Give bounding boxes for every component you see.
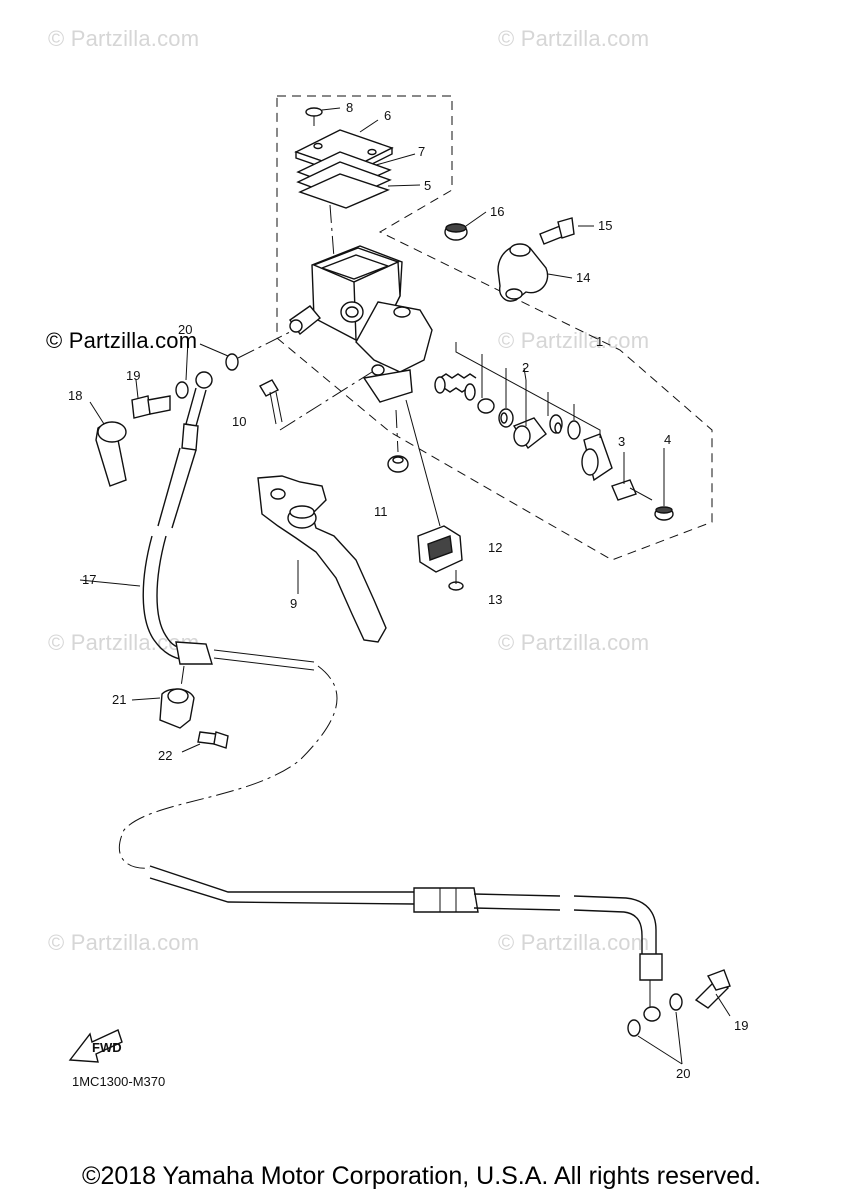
callout-20-lower: 20 <box>676 1066 690 1081</box>
dust-boot <box>654 448 674 521</box>
piston-spring <box>434 373 477 401</box>
callout-15: 15 <box>598 218 612 233</box>
callout-10: 10 <box>232 414 246 429</box>
callout-3: 3 <box>618 434 625 449</box>
callout-7: 7 <box>418 144 425 159</box>
copyright-notice: ©2018 Yamaha Motor Corporation, U.S.A. A… <box>82 1162 761 1190</box>
watermark: © Partzilla.com <box>498 930 650 955</box>
callout-4: 4 <box>664 432 671 447</box>
callout-13: 13 <box>488 592 502 607</box>
rubber-cap <box>444 211 487 241</box>
callout-5: 5 <box>424 178 431 193</box>
callout-19-lower: 19 <box>734 1018 748 1033</box>
reservoir-group-outline <box>276 95 713 561</box>
watermark: © Partzilla.com <box>498 328 650 353</box>
fwd-arrow-icon: FWD <box>68 1029 123 1063</box>
lever-nut <box>387 409 409 473</box>
clamp-bolt <box>181 731 229 753</box>
boot-cover <box>89 401 127 487</box>
push-rod <box>611 452 653 501</box>
callout-14: 14 <box>576 270 590 285</box>
callout-6: 6 <box>384 108 391 123</box>
holder-clamp <box>497 243 573 302</box>
callout-12: 12 <box>488 540 502 555</box>
diaphragm <box>296 161 421 209</box>
callout-20-upper: 20 <box>178 322 192 337</box>
callout-16: 16 <box>490 204 504 219</box>
master-cylinder-body <box>289 245 433 403</box>
clutch-lever <box>257 371 387 643</box>
reservoir-screw <box>305 107 341 126</box>
brake-switch <box>405 399 463 573</box>
callout-2: 2 <box>522 360 529 375</box>
diagram-code: 1MC1300-M370 <box>72 1074 166 1089</box>
union-bolt-lower <box>694 969 731 1017</box>
callout-21: 21 <box>112 692 126 707</box>
callout-18: 18 <box>68 388 82 403</box>
watermark: © Partzilla.com <box>498 630 650 655</box>
piston-kit <box>455 342 613 482</box>
watermark: © Partzilla.com <box>48 630 200 655</box>
callout-17: 17 <box>82 572 96 587</box>
callout-8: 8 <box>346 100 353 115</box>
switch-screw <box>448 570 464 591</box>
callout-22: 22 <box>158 748 172 763</box>
hose-route <box>118 665 338 869</box>
callout-11: 11 <box>374 504 388 519</box>
holder-bolt <box>539 217 594 245</box>
watermark: © Partzilla.com <box>48 930 200 955</box>
callout-1: 1 <box>596 334 603 349</box>
callout-19-upper: 19 <box>126 368 140 383</box>
clutch-hose <box>79 371 315 671</box>
copper-washer-upper <box>175 331 291 399</box>
watermark: © Partzilla.com <box>498 26 650 51</box>
pivot-bolt <box>259 379 283 425</box>
union-bolt-upper <box>131 379 171 419</box>
copper-washer-lower <box>627 993 683 1065</box>
callout-9: 9 <box>290 596 297 611</box>
fwd-label: FWD <box>92 1040 122 1055</box>
brake-hose-lower <box>149 865 663 1022</box>
hose-clamp <box>131 688 195 729</box>
watermark: © Partzilla.com <box>48 26 200 51</box>
watermark-dark: © Partzilla.com <box>46 328 198 353</box>
